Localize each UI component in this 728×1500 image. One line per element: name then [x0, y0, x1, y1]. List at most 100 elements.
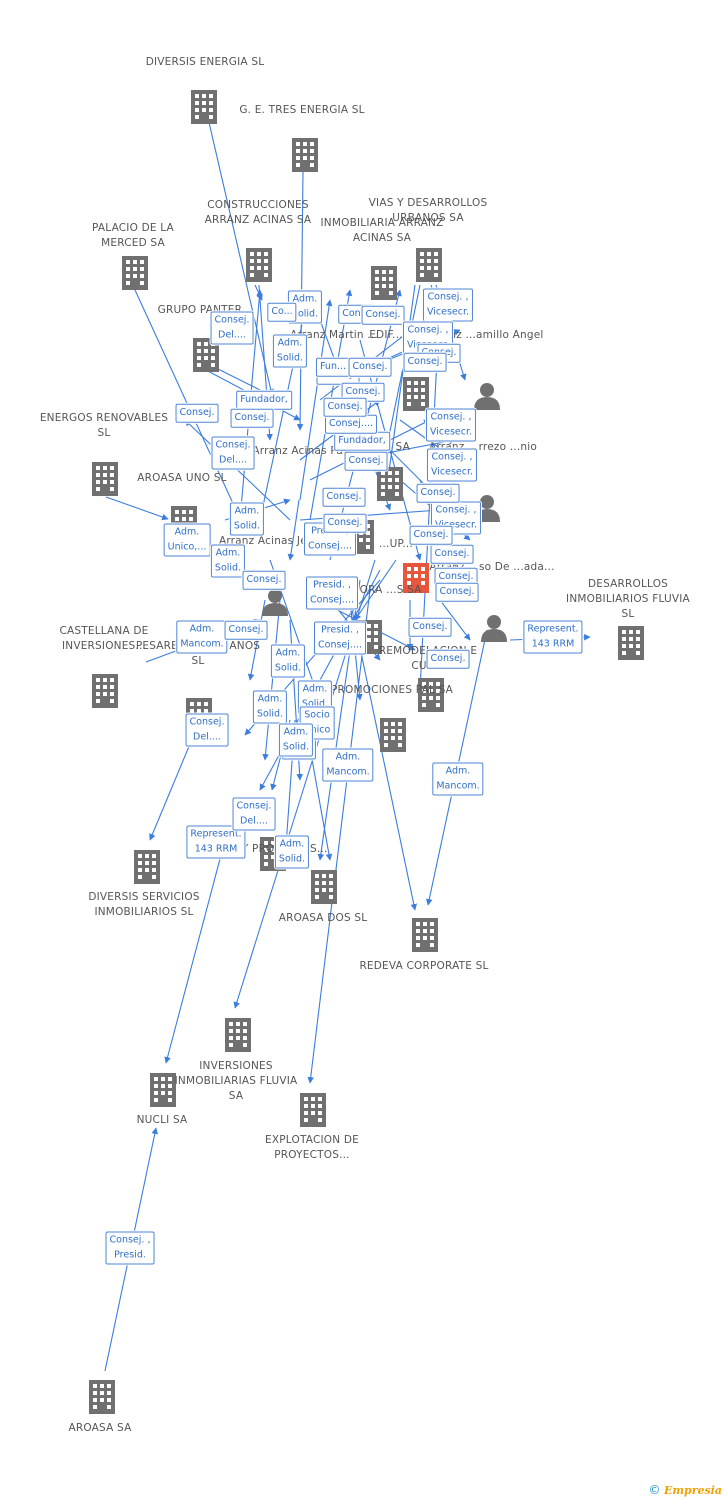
edge-label[interactable]: Consej. [323, 397, 367, 417]
building-icon[interactable] [191, 90, 217, 124]
edge-label[interactable]: Consej. Del.... [211, 436, 255, 470]
person-icon[interactable] [481, 615, 507, 642]
building-icon[interactable] [403, 377, 429, 411]
edge-label[interactable]: Consej. [426, 649, 470, 669]
edge-label[interactable]: Consej. Del.... [210, 311, 254, 345]
building-icon[interactable] [122, 256, 148, 290]
node-label-focus[interactable]: ...UP... [378, 538, 413, 550]
node-label-arranz-camillo[interactable]: Arranz ...amillo Angel [426, 329, 544, 341]
building-icon[interactable] [225, 1018, 251, 1052]
edge-label[interactable]: Adm. Mancom. [176, 620, 228, 654]
node-label-inmobiliaria-arranz[interactable]: INMOBILIARIA ARRANZ ACINAS SA [320, 217, 444, 244]
edge-label[interactable]: Presid. , Consej.... [314, 621, 366, 655]
building-icon[interactable] [92, 674, 118, 708]
relation-edge [287, 499, 300, 561]
edge-label[interactable]: Consej. [322, 487, 366, 507]
node-label-arranz-martin[interactable]: Arranz Martin ... [290, 329, 378, 341]
building-icon[interactable] [371, 266, 397, 300]
node-label-palacio-merced[interactable]: PALACIO DE LA MERCED SA [92, 222, 174, 249]
building-icon[interactable] [618, 626, 644, 660]
edge-label[interactable]: Represent. 143 RRM [523, 620, 583, 654]
edge-label[interactable]: Consej. [430, 544, 474, 564]
edge-label[interactable]: Consej. , Vicesecr. [422, 288, 474, 322]
edge-label[interactable]: Adm. Solid. [210, 544, 246, 578]
edge-label[interactable]: Consej. [409, 525, 453, 545]
edge-label[interactable]: Adm. Unico,... [163, 523, 211, 557]
node-label-aroasa-dos[interactable]: AROASA DOS SL [278, 912, 368, 924]
edge-label[interactable]: Adm. Solid. [270, 644, 306, 678]
edge-label[interactable]: Fundador, [236, 390, 292, 410]
node-label-energos[interactable]: ENERGOS RENOVABLES SL [39, 412, 169, 439]
node-label-construcciones-arranz[interactable]: CONSTRUCCIONES ARRANZ ACINAS SA [204, 199, 312, 226]
node-label-vias-desarrollos[interactable]: VIAS Y DESARROLLOS URBANOS SA [368, 197, 488, 224]
relation-edge [254, 284, 263, 301]
edge-label[interactable]: Presid. , Consej.... [306, 576, 358, 610]
edge-label[interactable]: Consej. [224, 620, 268, 640]
edge-label[interactable]: Represent. 143 RRM [186, 825, 246, 859]
node-label-inversiones-fluvia[interactable]: INVERSIONES INMOBILIARIAS FLUVIA SA [174, 1060, 298, 1102]
edge-label[interactable]: Adm. Solid. [274, 835, 310, 869]
node-label-desarrollos-fluvia[interactable]: DESARROLLOS INMOBILIARIOS FLUVIA SL [566, 578, 690, 620]
edge-label[interactable]: Consej. Del.... [185, 713, 229, 747]
relation-edge [105, 496, 169, 521]
edge-label[interactable]: Consej. , Vicesecr. [425, 408, 477, 442]
node-label-g-e-tres[interactable]: G. E. TRES ENERGIA SL [239, 104, 365, 116]
edge-label[interactable]: Consej. [242, 570, 286, 590]
footer-brand[interactable]: © Empresia [648, 1483, 722, 1497]
building-icon[interactable] [246, 248, 272, 282]
relation-edge [134, 289, 237, 511]
building-icon[interactable] [300, 1093, 326, 1127]
edge-label[interactable]: Consej. [344, 451, 388, 471]
edge-label[interactable]: Adm. Solid. [272, 334, 308, 368]
building-icon[interactable] [412, 918, 438, 952]
edge-label[interactable]: Adm. Solid. [229, 502, 265, 536]
node-label-promociones-pal[interactable]: PROMOCIONES PAL SA [330, 684, 454, 696]
building-icon[interactable] [292, 138, 318, 172]
edge-label[interactable]: Consej. , Vicesecr. [426, 448, 478, 482]
person-icon[interactable] [474, 383, 500, 410]
node-label-aroasa[interactable]: AROASA SA [68, 1422, 132, 1434]
edge-label[interactable]: Consej. [435, 582, 479, 602]
node-label-tora[interactable]: ...TORA ...S SA [342, 584, 422, 596]
edge-label[interactable]: Consej. [403, 352, 447, 372]
building-icon[interactable] [92, 462, 118, 496]
edge-label[interactable]: Fundador, [334, 431, 390, 451]
node-label-castellana[interactable]: CASTELLANA DE INVERSIONES... [59, 625, 149, 652]
edge-label[interactable]: Consej. [175, 403, 219, 423]
node-label-aroasa-uno[interactable]: AROASA UNO SL [137, 472, 227, 484]
edge-label[interactable]: Fun... [315, 357, 351, 377]
edge-label[interactable]: Consej. [230, 408, 274, 428]
edge-label[interactable]: Consej. , Presid. [105, 1231, 155, 1265]
relation-edge [307, 589, 371, 1084]
building-icon[interactable] [89, 1380, 115, 1414]
relation-edge [439, 599, 471, 641]
edge-label[interactable]: Adm. Mancom. [432, 762, 484, 796]
edge-label[interactable]: Consej. [323, 513, 367, 533]
node-label-diversis-energia[interactable]: DIVERSIS ENERGIA SL [145, 56, 265, 68]
building-icon[interactable] [416, 248, 442, 282]
node-label-nucli[interactable]: NUCLI SA [136, 1114, 188, 1126]
edge-label[interactable]: Consej. [416, 483, 460, 503]
edge-label[interactable]: Consej. [348, 357, 392, 377]
relation-edge [354, 559, 397, 621]
relation-edge [204, 104, 274, 396]
edge-label[interactable]: Adm. Solid. [278, 723, 314, 757]
node-label-diversis-servicios[interactable]: DIVERSIS SERVICIOS INMOBILIARIOS SL [88, 891, 200, 918]
person-icon[interactable] [262, 589, 288, 616]
node-label-edif[interactable]: EDIF... [369, 329, 403, 341]
building-icon[interactable] [377, 467, 403, 501]
building-icon[interactable] [134, 850, 160, 884]
node-label-arranz-acinas-jesus[interactable]: Arranz Acinas Jesus [218, 535, 326, 547]
edge-label[interactable]: Consej. [361, 305, 405, 325]
node-label-redeva[interactable]: REDEVA CORPORATE SL [359, 960, 489, 972]
edge-label[interactable]: Consej. [408, 617, 452, 637]
edge-label[interactable]: Consej. Del.... [232, 797, 276, 831]
edge-label[interactable]: Adm. Solid. [252, 690, 288, 724]
edge-label[interactable]: Consej.... [325, 414, 377, 434]
edge-label[interactable]: Co... [267, 302, 297, 322]
building-icon[interactable] [380, 718, 406, 752]
relation-edge [262, 599, 281, 761]
building-icon[interactable] [311, 870, 337, 904]
edge-label[interactable]: Adm. Mancom. [322, 748, 374, 782]
node-label-explotacion[interactable]: EXPLOTACION DE PROYECTOS... [265, 1134, 359, 1161]
